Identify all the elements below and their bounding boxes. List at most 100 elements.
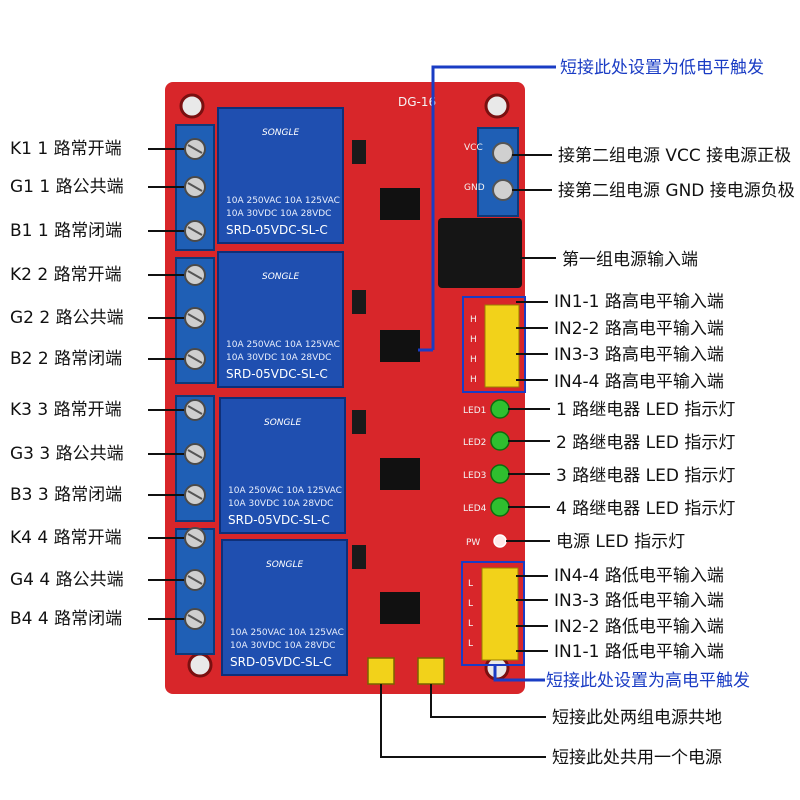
vcc-screw <box>492 142 514 164</box>
shared-power-label: 短接此处共用一个电源 <box>552 748 722 768</box>
in3-low-label: IN3-3 路低电平输入端 <box>554 591 724 611</box>
low-jumper-block <box>481 567 519 661</box>
relay-model: SRD-05VDC-SL-C <box>226 367 328 381</box>
led-3 <box>490 464 510 484</box>
label-g3: G3 3 路公共端 <box>10 444 124 464</box>
optocoupler-4 <box>380 592 420 624</box>
led3-silk: LED3 <box>463 471 486 481</box>
relay-brand: SONGLE <box>266 560 304 570</box>
high-trigger-callout-line <box>493 665 545 682</box>
led1-silk: LED1 <box>463 406 486 416</box>
power-led <box>493 534 507 548</box>
transistor-1 <box>352 140 366 164</box>
gnd2-label: 接第二组电源 GND 接电源负极 <box>558 181 795 201</box>
optocoupler-1 <box>380 188 420 220</box>
label-b2: B2 2 路常闭端 <box>10 349 122 369</box>
vcc-gnd-terminal <box>477 127 519 217</box>
left-leader-lines <box>148 148 188 620</box>
power-led-label: 电源 LED 指示灯 <box>556 532 685 552</box>
l-silk-2: L <box>468 599 473 609</box>
dc-jack <box>438 218 522 288</box>
high-input-frame <box>462 296 526 393</box>
in4-low-label: IN4-4 路低电平输入端 <box>554 566 724 586</box>
relay-rating-2: 10A 30VDC 10A 28VDC <box>226 353 331 363</box>
led4-label: 4 路继电器 LED 指示灯 <box>556 499 735 519</box>
power1-label: 第一组电源输入端 <box>562 250 698 270</box>
l-silk-1: L <box>468 579 473 589</box>
relay-body <box>217 251 344 388</box>
transistor-3 <box>352 410 366 434</box>
relay-rating-1: 10A 250VAC 10A 125VAC <box>228 486 342 496</box>
led-1 <box>490 399 510 419</box>
relay-model: SRD-05VDC-SL-C <box>226 223 328 237</box>
common-ground-jumper <box>417 657 445 685</box>
relay-brand: SONGLE <box>262 272 300 282</box>
shared-power-jumper <box>367 657 395 685</box>
h-silk-3: H <box>470 355 477 365</box>
relay-rating-1: 10A 250VAC 10A 125VAC <box>226 196 340 206</box>
screw-slot <box>187 144 203 154</box>
screw-slot <box>187 533 203 543</box>
led1-label: 1 路继电器 LED 指示灯 <box>556 400 735 420</box>
relay-3: SONGLE 10A 250VAC 10A 125VAC 10A 30VDC 1… <box>219 397 346 534</box>
label-b3: B3 3 路常闭端 <box>10 485 122 505</box>
led2-label: 2 路继电器 LED 指示灯 <box>556 433 735 453</box>
l-silk-3: L <box>468 619 473 629</box>
leds: LED1 LED2 LED3 LED4 PW <box>463 399 510 548</box>
gnd-screw <box>492 179 514 201</box>
led3-label: 3 路继电器 LED 指示灯 <box>556 466 735 486</box>
high-trigger-note: 短接此处设置为高电平触发 <box>546 671 750 691</box>
led4-silk: LED4 <box>463 504 487 514</box>
led-2 <box>490 431 510 451</box>
relays: SONGLE 10A 250VAC 10A 125VAC 10A 30VDC 1… <box>217 107 348 676</box>
relay-rating-1: 10A 250VAC 10A 125VAC <box>226 340 340 350</box>
label-b1: B1 1 路常闭端 <box>10 221 122 241</box>
relay-4: SONGLE 10A 250VAC 10A 125VAC 10A 30VDC 1… <box>221 539 348 676</box>
screw-slot <box>187 405 203 415</box>
relay-body <box>219 397 346 534</box>
relay-model: SRD-05VDC-SL-C <box>230 655 332 669</box>
blue-callouts <box>418 65 556 682</box>
optocoupler-3 <box>380 458 420 490</box>
terminal-screws <box>184 138 206 630</box>
mount-hole-top-right <box>484 93 510 119</box>
label-g2: G2 2 路公共端 <box>10 308 124 328</box>
relay-rating-2: 10A 30VDC 10A 28VDC <box>228 499 333 509</box>
led-4 <box>490 497 510 517</box>
relay-body <box>221 539 348 676</box>
relay-2: SONGLE 10A 250VAC 10A 125VAC 10A 30VDC 1… <box>217 251 344 388</box>
screw-slot <box>187 226 203 236</box>
relay-rating-2: 10A 30VDC 10A 28VDC <box>226 209 331 219</box>
transistor-4 <box>352 545 366 569</box>
mount-hole-top-left <box>179 93 205 119</box>
in2-high-label: IN2-2 路高电平输入端 <box>554 319 724 339</box>
in4-high-label: IN4-4 路高电平输入端 <box>554 372 724 392</box>
low-input-frame <box>461 561 525 666</box>
relay-body <box>217 107 344 244</box>
relay-rating-1: 10A 250VAC 10A 125VAC <box>230 628 344 638</box>
l-silk-4: L <box>468 639 473 649</box>
gnd-silk: GND <box>464 183 485 193</box>
low-trigger-note: 短接此处设置为低电平触发 <box>560 58 764 78</box>
label-b4: B4 4 路常闭端 <box>10 609 122 629</box>
h-silk-4: H <box>470 375 477 385</box>
screw-slot <box>187 313 203 323</box>
driver-components <box>352 140 420 624</box>
screw-slot <box>187 449 203 459</box>
screw-slot <box>187 182 203 192</box>
label-k3: K3 3 路常开端 <box>10 400 122 420</box>
mount-hole-bottom-left <box>187 652 213 678</box>
power-connectors: VCC GND <box>438 127 522 288</box>
screw-slot <box>187 575 203 585</box>
in3-high-label: IN3-3 路高电平输入端 <box>554 345 724 365</box>
board-model-silk: DG-16 <box>398 95 436 109</box>
relay-brand: SONGLE <box>264 418 302 428</box>
pw-silk: PW <box>466 538 480 548</box>
high-jumper-block <box>484 304 520 388</box>
label-k1: K1 1 路常开端 <box>10 139 122 159</box>
label-g4: G4 4 路公共端 <box>10 570 124 590</box>
low-trigger-callout-line <box>431 65 556 350</box>
h-silk-2: H <box>470 335 477 345</box>
in1-high-label: IN1-1 路高电平输入端 <box>554 292 724 312</box>
